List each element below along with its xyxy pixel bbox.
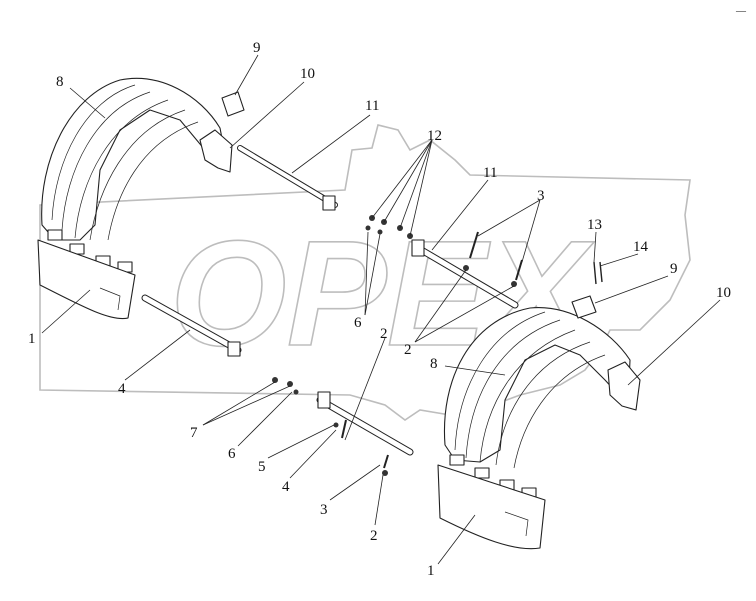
- bolt-3c: [341, 419, 347, 439]
- callout-13: 13: [587, 217, 602, 233]
- callout-12: 12: [427, 128, 442, 144]
- left-fender-body: [41, 77, 229, 241]
- nut-6b: [377, 229, 383, 235]
- right-fender-rib-5: [513, 354, 606, 469]
- pin-14: [599, 261, 603, 283]
- tube-lower-center-flange: [317, 391, 331, 409]
- nut-2c: [382, 470, 388, 476]
- bolt-3a: [469, 231, 479, 259]
- callout-10-left: 10: [300, 66, 315, 82]
- callout-11-center: 11: [483, 165, 497, 181]
- right-mudflap-edge: [504, 511, 529, 537]
- washer-6: [293, 389, 299, 395]
- callout-4-lower: 4: [282, 479, 290, 495]
- right-fender-body: [443, 307, 631, 463]
- callout-2-mid: 2: [404, 342, 412, 358]
- tube-lower-left: [141, 294, 242, 357]
- callout-14: 14: [633, 239, 649, 255]
- callout-10-right: 10: [716, 285, 731, 301]
- watermark-gear-outline: [39, 124, 691, 421]
- callout-4-left: 4: [118, 381, 126, 397]
- right-fender-clamp-1: [449, 454, 465, 466]
- nut-2a: [463, 265, 469, 271]
- bolt-3d: [383, 454, 389, 469]
- left-fender-rib-4: [89, 109, 186, 241]
- right-lamp-part-9: [571, 295, 597, 319]
- bolt-7a: [272, 377, 278, 383]
- bolt-7b: [287, 381, 293, 387]
- tube-upper-left-flange: [322, 195, 336, 211]
- nut-2b: [511, 281, 517, 287]
- left-fender-bracket: [199, 129, 233, 173]
- hardware-group: [272, 215, 603, 476]
- left-fender-rib-5: [107, 121, 199, 241]
- tube-lower-center: [316, 391, 414, 456]
- left-mudflap: [37, 239, 136, 320]
- left-mudflap-edge: [99, 287, 121, 311]
- callout-8-left: 8: [56, 74, 64, 90]
- callout-labels: 1 1 2 2 2 3 3 4 4 5 6 6 7 8 8 9 9 10 10 …: [28, 40, 731, 579]
- watermark: OPEX: [39, 124, 691, 421]
- right-fender-rib-1: [454, 311, 546, 451]
- tube-upper-left: [237, 145, 338, 211]
- left-lamp-part-9: [221, 91, 245, 117]
- right-mudflap: [437, 464, 546, 550]
- tube-center-flange: [411, 239, 425, 257]
- pin-13: [593, 261, 597, 285]
- callout-3-lower: 3: [320, 502, 328, 518]
- tube-lower-left-flange: [227, 341, 241, 357]
- bolt-3b: [515, 259, 523, 281]
- callout-9-right: 9: [670, 261, 678, 277]
- callout-2-bottom: 2: [370, 528, 378, 544]
- corner-mark: —: [735, 6, 747, 17]
- left-fender-rib-3: [74, 99, 169, 239]
- left-fender-rib-1: [51, 84, 136, 221]
- callout-3-upper: 3: [537, 188, 545, 204]
- leader-lines: [41, 54, 721, 565]
- right-fender-bracket: [607, 361, 641, 411]
- callout-11-upper: 11: [365, 98, 379, 114]
- tube-center: [411, 239, 519, 309]
- washer-5: [333, 422, 339, 428]
- left-fender-clamp-1: [47, 229, 63, 241]
- callout-2-center: 2: [380, 326, 388, 342]
- callout-7: 7: [190, 425, 198, 441]
- callout-9-left: 9: [253, 40, 261, 56]
- right-fender-assembly: [437, 307, 641, 550]
- callout-6-lower: 6: [228, 446, 236, 462]
- left-fender-assembly: [37, 77, 233, 320]
- right-fender-clamp-2: [474, 467, 490, 479]
- callout-1-left: 1: [28, 331, 36, 347]
- callout-5: 5: [258, 459, 266, 475]
- right-fender-rib-3: [479, 329, 576, 463]
- callout-1-right: 1: [427, 563, 435, 579]
- callout-8-right: 8: [430, 356, 438, 372]
- nut-6a: [365, 225, 371, 231]
- callout-6-upper: 6: [354, 315, 362, 331]
- right-fender-rib-4: [495, 341, 591, 466]
- left-fender-rib-2: [61, 91, 151, 231]
